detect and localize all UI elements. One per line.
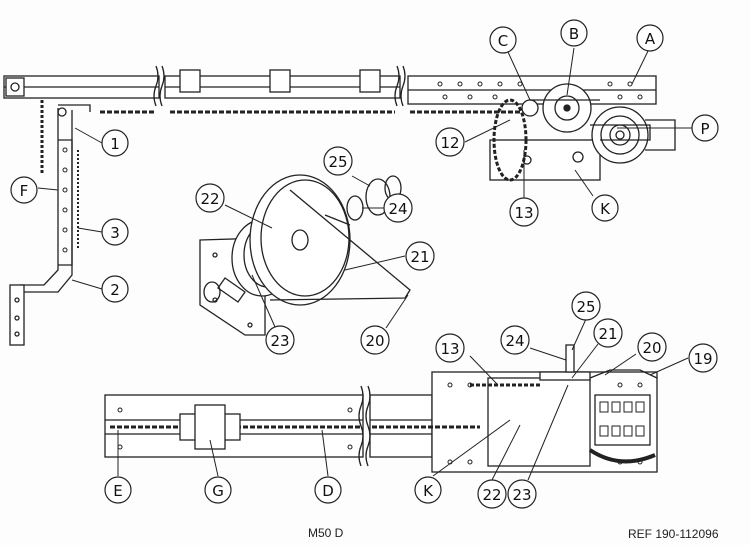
callout-3: 3 (101, 218, 129, 246)
bottom-rail (104, 344, 658, 473)
callout-20-top: 20 (360, 325, 390, 355)
door-arm (9, 104, 91, 346)
svg-text:25: 25 (576, 298, 595, 316)
svg-text:25: 25 (328, 153, 347, 171)
callout-22-bottom: 22 (477, 479, 507, 509)
callout-G: G (204, 476, 232, 504)
svg-text:G: G (212, 482, 224, 500)
svg-text:1: 1 (110, 135, 120, 153)
svg-text:K: K (600, 200, 611, 218)
svg-text:F: F (20, 182, 29, 200)
callout-24-bottom: 24 (500, 325, 530, 355)
svg-text:D: D (322, 482, 334, 500)
svg-text:20: 20 (642, 339, 661, 357)
callout-E: E (104, 476, 132, 504)
callout-19: 19 (688, 343, 718, 373)
svg-text:19: 19 (693, 350, 712, 368)
callout-B: B (560, 19, 588, 47)
callout-21-top: 21 (405, 241, 435, 271)
callout-A: A (636, 24, 664, 52)
callout-25-top: 25 (323, 146, 353, 176)
callout-1: 1 (101, 129, 129, 157)
callout-2: 2 (101, 275, 129, 303)
callout-25-bottom: 25 (571, 291, 601, 321)
callout-22-top: 22 (195, 183, 225, 213)
leader-lines (37, 47, 689, 481)
svg-text:24: 24 (505, 332, 524, 350)
svg-text:20: 20 (365, 332, 384, 350)
callout-21-bottom: 21 (593, 318, 623, 348)
svg-text:22: 22 (482, 486, 501, 504)
svg-text:12: 12 (440, 134, 459, 152)
model-label: M50 D (308, 526, 344, 540)
svg-text:B: B (569, 25, 579, 43)
callouts: A B C P K 12 13 25 24 22 21 20 23 1 F 3 … (10, 19, 719, 509)
callout-13-top: 13 (509, 197, 539, 227)
svg-text:22: 22 (200, 190, 219, 208)
svg-text:23: 23 (512, 486, 531, 504)
svg-text:2: 2 (110, 281, 120, 299)
svg-text:23: 23 (270, 332, 289, 350)
callout-P: P (691, 114, 719, 142)
svg-text:3: 3 (110, 224, 120, 242)
svg-text:21: 21 (410, 248, 429, 266)
svg-text:C: C (498, 32, 508, 50)
callout-13-bottom: 13 (435, 333, 465, 363)
callout-23-bottom: 23 (507, 479, 537, 509)
svg-text:13: 13 (514, 204, 533, 222)
svg-text:E: E (113, 482, 122, 500)
top-rail (3, 65, 676, 182)
svg-text:13: 13 (440, 340, 459, 358)
callout-12: 12 (435, 127, 465, 157)
svg-text:24: 24 (388, 200, 407, 218)
callout-D: D (314, 476, 342, 504)
svg-text:K: K (423, 482, 434, 500)
callout-24-top: 24 (383, 193, 413, 223)
svg-text:21: 21 (598, 325, 617, 343)
callout-C: C (489, 26, 517, 54)
callout-F: F (10, 176, 38, 204)
svg-text:A: A (645, 30, 656, 48)
callout-K-bottom: K (414, 476, 442, 504)
callout-K-top: K (591, 194, 619, 222)
callout-23-top: 23 (265, 325, 295, 355)
svg-text:P: P (700, 120, 709, 138)
callout-20-bottom: 20 (637, 332, 667, 362)
pulley-assembly (199, 174, 411, 336)
reference-label: REF 190-112096 (628, 527, 719, 541)
